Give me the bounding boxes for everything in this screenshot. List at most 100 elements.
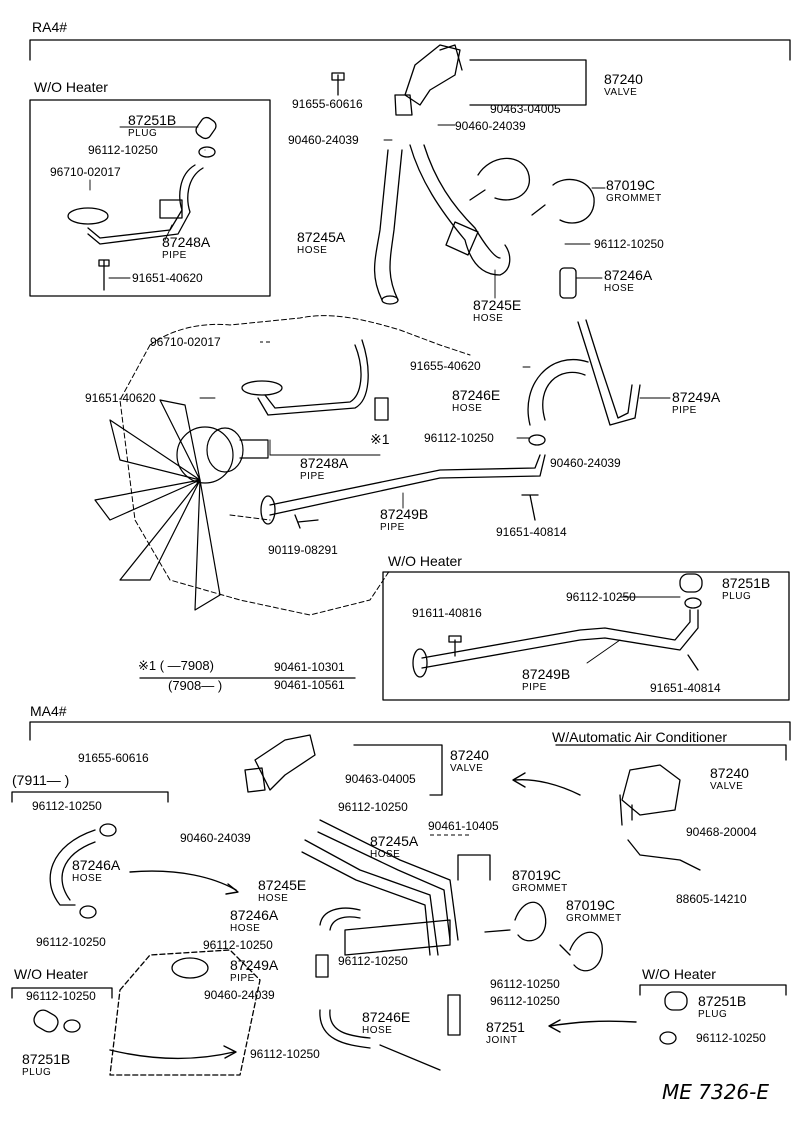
ma4-clip-90461-10405: [457, 854, 491, 881]
label-pipe-a: PIPE: [672, 405, 697, 416]
ra4-grommet-1: [469, 157, 531, 201]
fan-blades: [94, 399, 269, 611]
ma4-grommet-2: [559, 931, 603, 972]
ma4-label-96112-10250-f: 96112-10250: [250, 1047, 320, 1061]
section-range-7911: (7911— ): [12, 772, 70, 788]
ma4-label-hose-b: HOSE: [230, 923, 261, 934]
ma4-label-87246E: 87246E: [362, 1009, 411, 1025]
label-hose-c: HOSE: [473, 313, 504, 324]
label-87248A: 87248A: [162, 234, 211, 250]
ma4-label-87019C-b: 87019C: [566, 897, 616, 913]
ra4-hose-87245A: [373, 149, 403, 305]
ma4-left-bracket: [11, 791, 169, 803]
ra4-section-frame: [29, 39, 791, 61]
ma4-label-hose-a: HOSE: [370, 849, 401, 860]
label-96710-02017: 96710-02017: [50, 165, 121, 179]
ma4-label-90460-24039-a: 90460-24039: [180, 831, 251, 845]
ma4-label-87245E: 87245E: [258, 877, 307, 893]
note-mark1-row1-part: 90461-10301: [274, 660, 345, 674]
ma4-hose-87245A: [317, 819, 459, 941]
inset1-clamp: [198, 146, 216, 158]
ra4-grommet-2: [531, 178, 595, 224]
inset2-clamp: [684, 597, 702, 609]
label-valve: VALVE: [604, 87, 638, 98]
label-pipe-2: PIPE: [522, 682, 547, 693]
heater-left-96112-10250: 96112-10250: [26, 989, 96, 1003]
label-pipe-b: PIPE: [300, 471, 325, 482]
ra4-pipe-87249B: [260, 454, 546, 525]
inset2-bolt-1: [448, 635, 462, 657]
label-87249B: 87249B: [380, 506, 429, 522]
ma4-label-87240: 87240: [450, 747, 489, 763]
ac-label-88605-14210: 88605-14210: [676, 892, 747, 906]
ma4-ac-valve: [619, 764, 701, 871]
ma4-label-96112-10250-left2: 96112-10250: [36, 935, 106, 949]
ra4-pipe-87248A: [241, 339, 369, 416]
auto-ac-frame: [555, 744, 787, 761]
ma4-label-87246A-left: 87246A: [72, 857, 121, 873]
label-87251B-2: 87251B: [722, 575, 771, 591]
ma4-left-clamp-b: [79, 905, 97, 919]
label-90460-24039-c: 90460-24039: [550, 456, 621, 470]
ma4-hose-87246A: [319, 907, 361, 931]
wo-heater-inset-frame-1: [29, 99, 271, 297]
ac-label-90468-20004: 90468-20004: [686, 825, 757, 839]
label-91651-40814-2: 91651-40814: [650, 681, 721, 695]
ac-label-87240: 87240: [710, 765, 749, 781]
ma4-label-96112-10250-a: 96112-10250: [338, 800, 408, 814]
ma4-hose-87246E: [319, 1009, 441, 1071]
flow-arrows: [109, 772, 637, 1060]
ra4-valve: [394, 44, 463, 116]
label-87019C: 87019C: [606, 177, 656, 193]
section-wo-heater-4: W/O Heater: [642, 966, 716, 982]
heater-left-plug: PLUG: [22, 1067, 52, 1078]
ma4-label-96112-10250-d: 96112-10250: [490, 977, 560, 991]
label-grommet: GROMMET: [606, 193, 662, 204]
note-mark1-row2: (7908— ): [168, 678, 223, 693]
ma4-label-87246A: 87246A: [230, 907, 279, 923]
ma4-label-90460-24039-b: 90460-24039: [204, 988, 275, 1002]
label-91655-40620: 91655-40620: [410, 359, 481, 373]
figure-code: ME 7326-E: [662, 1080, 770, 1104]
label-91651-40620: 91651-40620: [132, 271, 203, 285]
ma4-grommet-1: [484, 901, 547, 942]
label-87246A: 87246A: [604, 267, 653, 283]
ma4-label-87245A: 87245A: [370, 833, 419, 849]
label-mark1: ※1: [370, 431, 390, 447]
inset1-plug: [195, 116, 217, 140]
label-87248A-main: 87248A: [300, 455, 349, 471]
ma4-section-frame: [29, 721, 791, 741]
wo-heater-inset-frame-2: [382, 571, 790, 701]
ra4-bolt-91651-40814: [521, 494, 539, 521]
ma4-heater-right-bracket: [639, 984, 787, 996]
label-hose-d: HOSE: [452, 403, 483, 414]
label-91651-40620-main: 91651-40620: [85, 391, 156, 405]
heater-left-87251B: 87251B: [22, 1051, 71, 1067]
ra4-clamp-lower: [528, 434, 546, 446]
ra4-hose-87245E: [409, 144, 511, 276]
ma4-heater-left-plug: [33, 1009, 81, 1033]
label-90460-24039-a: 90460-24039: [288, 133, 359, 147]
label-pipe: PIPE: [162, 250, 187, 261]
valve-bracket-ma4: [353, 744, 443, 796]
label-96112-10250: 96112-10250: [88, 143, 158, 157]
label-96710-02017-main: 96710-02017: [150, 335, 221, 349]
section-w-auto-ac: W/Automatic Air Conditioner: [552, 729, 728, 745]
label-87240: 87240: [604, 71, 643, 87]
ma4-heater-left-bracket: [11, 987, 113, 999]
label-pipe-c: PIPE: [380, 522, 405, 533]
label-hose-b: HOSE: [604, 283, 635, 294]
label-87246E: 87246E: [452, 387, 501, 403]
label-87249B-2: 87249B: [522, 666, 571, 682]
label-plug: PLUG: [128, 128, 158, 139]
note-mark1-row2-part: 90461-10561: [274, 678, 345, 692]
ra4-hose-87246E: [527, 359, 589, 426]
valve-bracket-ra4: [469, 59, 587, 106]
label-96112-10250-a: 96112-10250: [594, 237, 664, 251]
ma4-label-joint: JOINT: [486, 1035, 518, 1046]
label-87249A: 87249A: [672, 389, 721, 405]
label-91651-40814: 91651-40814: [496, 525, 567, 539]
label-91655-60616: 91655-60616: [292, 97, 363, 111]
ma4-label-87019C-a: 87019C: [512, 867, 562, 883]
